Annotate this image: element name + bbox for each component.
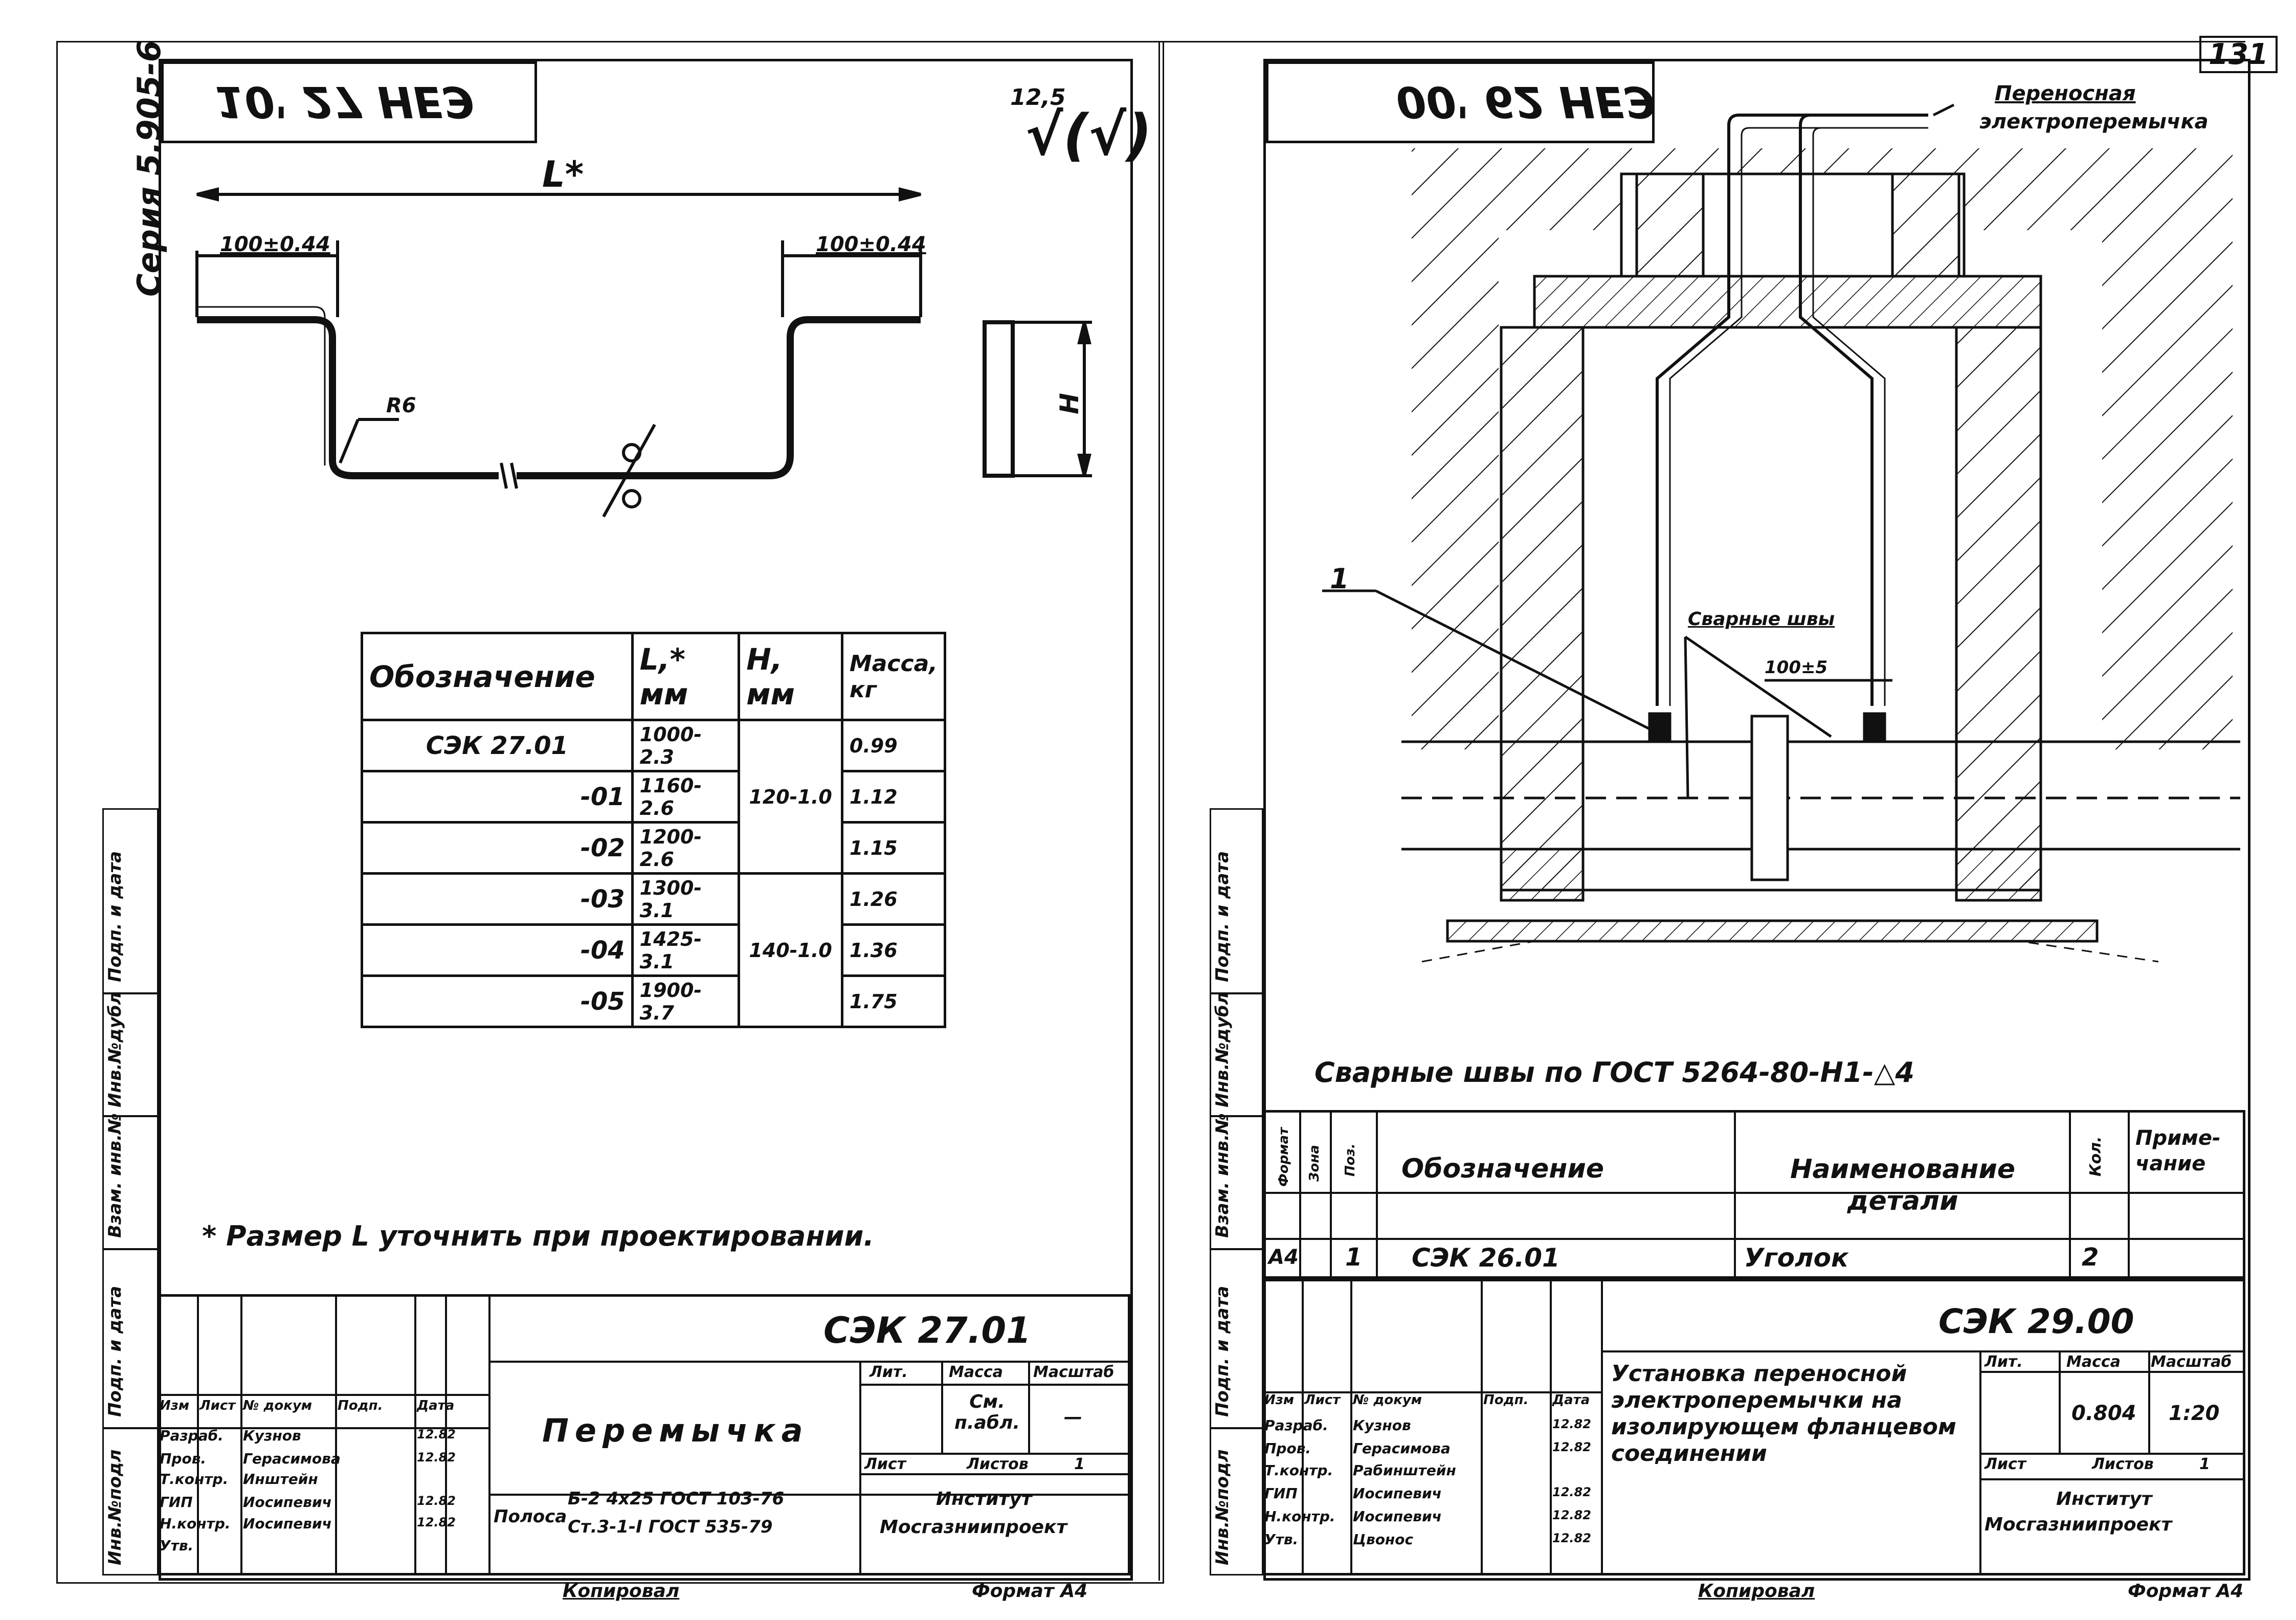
right-footer-copied: Копировал — [1698, 1581, 1815, 1602]
right-sheet-frame — [1263, 59, 2250, 1581]
left-title-name: Перемычка — [542, 1412, 809, 1449]
callout-item-number: 1 — [1330, 563, 1349, 595]
table-row: СЭК 27.01 1000-2.3 120-1.0 0.99 — [361, 719, 947, 875]
callout-portable-jumper-1: Переносная — [1995, 82, 2136, 105]
callout-portable-jumper-2: электроперемычка — [1979, 110, 2209, 134]
right-title-code: СЭК 29.00 — [1938, 1302, 2134, 1341]
table-row: -05 1900-3.7 1.75 — [361, 974, 947, 1028]
callout-distance: 100±5 — [1765, 657, 1828, 678]
left-title-code: СЭК 27.01 — [823, 1310, 1031, 1351]
table-row: -01 1160-2.6 1.12 — [361, 770, 947, 824]
table-header-height: H, мм — [738, 632, 843, 721]
table-header-mass: Масса, кг — [840, 632, 947, 721]
dim-length-label: L* — [542, 153, 584, 195]
callout-welds: Сварные швы — [1688, 609, 1835, 630]
right-footer-format: Формат А4 — [2128, 1581, 2244, 1602]
left-footer-copied: Копировал — [563, 1581, 680, 1602]
roughness-mark: √(√) — [1026, 102, 1152, 168]
dim-left-flange: 100±0.44 — [220, 233, 330, 256]
page-number: 131 — [2199, 36, 2278, 73]
left-footer-format: Формат А4 — [972, 1581, 1088, 1602]
spec-row-name: Уголок — [1744, 1243, 1848, 1273]
left-sheet-frame — [159, 59, 1133, 1581]
spec-row-qty: 2 — [2082, 1243, 2099, 1272]
roughness-value: 12,5 — [1010, 84, 1066, 110]
table-header-designation: Обозначение — [361, 632, 634, 721]
dim-right-flange: 100±0.44 — [816, 233, 926, 256]
dimension-note: * Размер L уточнить при проектировании. — [202, 1220, 874, 1252]
weld-note: Сварные швы по ГОСТ 5264-80-Н1-△4 — [1314, 1056, 1914, 1089]
table-header-length: L,* мм — [631, 632, 741, 721]
table-row: -03 1300-3.1 140-1.0 1.26 — [361, 872, 947, 1028]
spec-row-pos: 1 — [1345, 1243, 1363, 1272]
right-code-box — [1266, 61, 1655, 143]
left-code-box — [161, 61, 537, 143]
left-sheet-outer-frame — [56, 41, 1164, 1584]
dim-radius: R6 — [386, 394, 416, 417]
spec-row-format: А4 — [1268, 1246, 1299, 1269]
right-title-name: Установка переносной электроперемычки на… — [1611, 1361, 1956, 1467]
spec-row-designation: СЭК 26.01 — [1412, 1243, 1560, 1273]
variants-table: Обозначение L,* мм H, мм Масса, кг СЭК 2… — [361, 632, 947, 1028]
table-row: -02 1200-2.6 1.15 — [361, 821, 947, 875]
table-row: -04 1425-3.1 1.36 — [361, 923, 947, 977]
